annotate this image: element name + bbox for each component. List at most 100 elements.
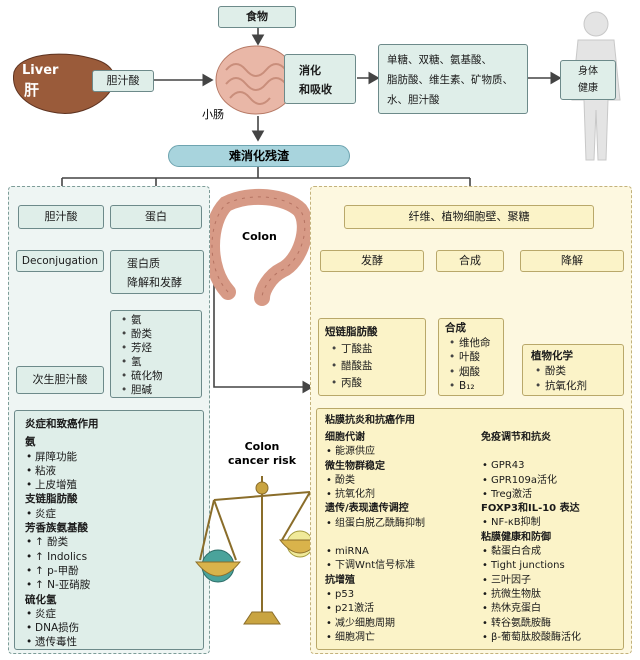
bullet-icon: • bbox=[326, 489, 332, 501]
list-item-text: 下调Wnt信号标准 bbox=[335, 560, 416, 572]
inflammation-list: 氨•屏障功能•粘液•上皮增殖支链脂肪酸•炎症芳香族氨基酸•↑ 酚类•↑ Indo… bbox=[25, 435, 203, 649]
list-item-text: β-葡萄肽胶酸酶活化 bbox=[491, 631, 581, 643]
list-item: •↑ 酚类 bbox=[25, 535, 203, 549]
bullet-icon: • bbox=[482, 588, 488, 600]
list-item: •屏障功能 bbox=[25, 450, 203, 464]
anti-inflammatory-box: 粘膜抗炎和抗癌作用 细胞代谢•能源供应微生物群稳定•酚类•抗氧化剂遗传/表现遗传… bbox=[316, 408, 624, 650]
colon-cancer-risk-label: Colon cancer risk bbox=[212, 440, 312, 468]
list-heading: 微生物群稳定 bbox=[325, 460, 385, 472]
list-item-text: p21激活 bbox=[335, 603, 375, 615]
list-item: •遗传毒性 bbox=[25, 635, 203, 649]
list-item: •NF-κB抑制 bbox=[481, 516, 621, 530]
bullet-icon: • bbox=[482, 631, 488, 643]
bullet-icon: • bbox=[326, 546, 332, 558]
synthesis-box: 合成 bbox=[436, 250, 504, 272]
bullet-icon: • bbox=[26, 507, 33, 520]
list-item: •粘液 bbox=[25, 464, 203, 478]
list-item: •黏蛋白合成 bbox=[481, 545, 621, 559]
colon-label: Colon bbox=[242, 230, 277, 243]
list-item-text: miRNA bbox=[335, 546, 369, 558]
bullet-icon: • bbox=[326, 603, 332, 615]
vitamin-synthesis-box: 合成 维他命 叶酸 烟酸 B₁₂ bbox=[438, 318, 504, 396]
bullet-icon: • bbox=[482, 488, 488, 500]
bullet-icon: • bbox=[26, 450, 33, 463]
digestion-line-1: 消化 bbox=[299, 64, 321, 77]
digestion-line-2: 和吸收 bbox=[299, 83, 332, 96]
list-item-text: 粘液 bbox=[35, 464, 56, 477]
scfa-title: 短链脂肪酸 bbox=[325, 326, 378, 338]
bullet-icon: • bbox=[26, 479, 33, 492]
synth-item: 叶酸 bbox=[449, 350, 503, 365]
bullet-icon: • bbox=[26, 622, 33, 635]
bullet-icon: • bbox=[26, 550, 33, 563]
metabolite-item: 硫化物 bbox=[121, 369, 201, 383]
list-heading: 芳香族氨基酸 bbox=[25, 522, 88, 535]
synth-item: 烟酸 bbox=[449, 365, 503, 380]
food-box: 食物 bbox=[218, 6, 296, 28]
list-item: •炎症 bbox=[25, 607, 203, 621]
list-heading: 抗增殖 bbox=[325, 574, 355, 586]
list-item-text: 炎症 bbox=[35, 607, 56, 620]
list-item-text: 酚类 bbox=[335, 474, 355, 486]
list-item-text: 减少细胞周期 bbox=[335, 617, 395, 629]
protein-degradation-line-1: 蛋白质 bbox=[127, 257, 160, 270]
protein-degradation-box: 蛋白质 降解和发酵 bbox=[110, 250, 204, 294]
bullet-icon: • bbox=[482, 617, 488, 629]
list-item: •转谷氨酰胺酶 bbox=[481, 617, 621, 631]
phytochemical-box: 植物化学 酚类 抗氧化剂 bbox=[522, 344, 624, 396]
nutrients-line-2: 脂肪酸、维生素、矿物质、 bbox=[387, 74, 513, 86]
list-heading: 免疫调节和抗炎 bbox=[481, 432, 551, 443]
list-item-text: ↑ Indolics bbox=[35, 550, 88, 563]
bile-acid-box: 胆汁酸 bbox=[18, 205, 104, 229]
list-item-text: 细胞凋亡 bbox=[335, 631, 375, 643]
scfa-box: 短链脂肪酸 丁酸盐 醋酸盐 丙酸 bbox=[318, 318, 426, 396]
list-item-text: 转谷氨酰胺酶 bbox=[491, 617, 551, 629]
bullet-icon: • bbox=[326, 560, 332, 572]
list-item-text: Treg激活 bbox=[491, 488, 533, 500]
bullet-icon: • bbox=[326, 474, 332, 486]
list-heading: 粘膜健康和防御 bbox=[481, 531, 551, 543]
list-heading: 支链脂肪酸 bbox=[25, 493, 78, 506]
list-item: •Tight junctions bbox=[481, 559, 621, 573]
bullet-icon: • bbox=[326, 617, 332, 629]
inflammation-box: 炎症和致癌作用 氨•屏障功能•粘液•上皮增殖支链脂肪酸•炎症芳香族氨基酸•↑ 酚… bbox=[14, 410, 204, 650]
metabolite-item: 酚类 bbox=[121, 327, 201, 341]
list-item-text: 炎症 bbox=[35, 507, 56, 520]
list-item-text: 屏障功能 bbox=[35, 450, 77, 463]
bullet-icon: • bbox=[26, 464, 33, 477]
list-item: •组蛋白脱乙酰酶抑制 bbox=[325, 517, 475, 531]
phyto-item: 酚类 bbox=[535, 364, 623, 379]
bullet-icon: • bbox=[482, 560, 488, 572]
list-item-text: NF-κB抑制 bbox=[491, 517, 541, 529]
fermentation-box: 发酵 bbox=[320, 250, 424, 272]
bullet-icon: • bbox=[482, 460, 488, 472]
list-item-text: 三叶因子 bbox=[491, 574, 531, 586]
effects-title: 粘膜抗炎和抗癌作用 bbox=[325, 415, 415, 426]
bullet-icon: • bbox=[26, 579, 33, 592]
list-item: •↑ N-亚硝胺 bbox=[25, 578, 203, 592]
list-heading bbox=[325, 531, 475, 545]
protein-box: 蛋白 bbox=[110, 205, 202, 229]
bullet-icon: • bbox=[26, 636, 33, 649]
list-item-text: ↑ p-甲酚 bbox=[35, 564, 79, 577]
scfa-item: 丁酸盐 bbox=[331, 341, 425, 358]
protein-degradation-line-2: 降解和发酵 bbox=[127, 276, 182, 289]
phyto-title: 植物化学 bbox=[531, 350, 573, 362]
list-item-text: 热休克蛋白 bbox=[491, 603, 541, 615]
list-item: •↑ p-甲酚 bbox=[25, 564, 203, 578]
nutrients-line-3: 水、胆汁酸 bbox=[387, 94, 440, 106]
metabolites-box: 氨 酚类 芳烃 氢 硫化物 胆碱 bbox=[110, 310, 202, 398]
list-item: •炎症 bbox=[25, 507, 203, 521]
list-item: •热休克蛋白 bbox=[481, 602, 621, 616]
synth-item: 维他命 bbox=[449, 336, 503, 351]
list-heading: 氨 bbox=[25, 436, 36, 449]
synth-title: 合成 bbox=[445, 322, 466, 334]
degradation-box: 降解 bbox=[520, 250, 624, 272]
list-item-text: Tight junctions bbox=[491, 560, 565, 572]
bullet-icon: • bbox=[326, 631, 332, 643]
synth-item: B₁₂ bbox=[449, 379, 503, 394]
bullet-icon: • bbox=[482, 574, 488, 586]
list-item: •↑ Indolics bbox=[25, 550, 203, 564]
metabolite-item: 芳烃 bbox=[121, 341, 201, 355]
list-item: •能源供应 bbox=[325, 445, 475, 459]
